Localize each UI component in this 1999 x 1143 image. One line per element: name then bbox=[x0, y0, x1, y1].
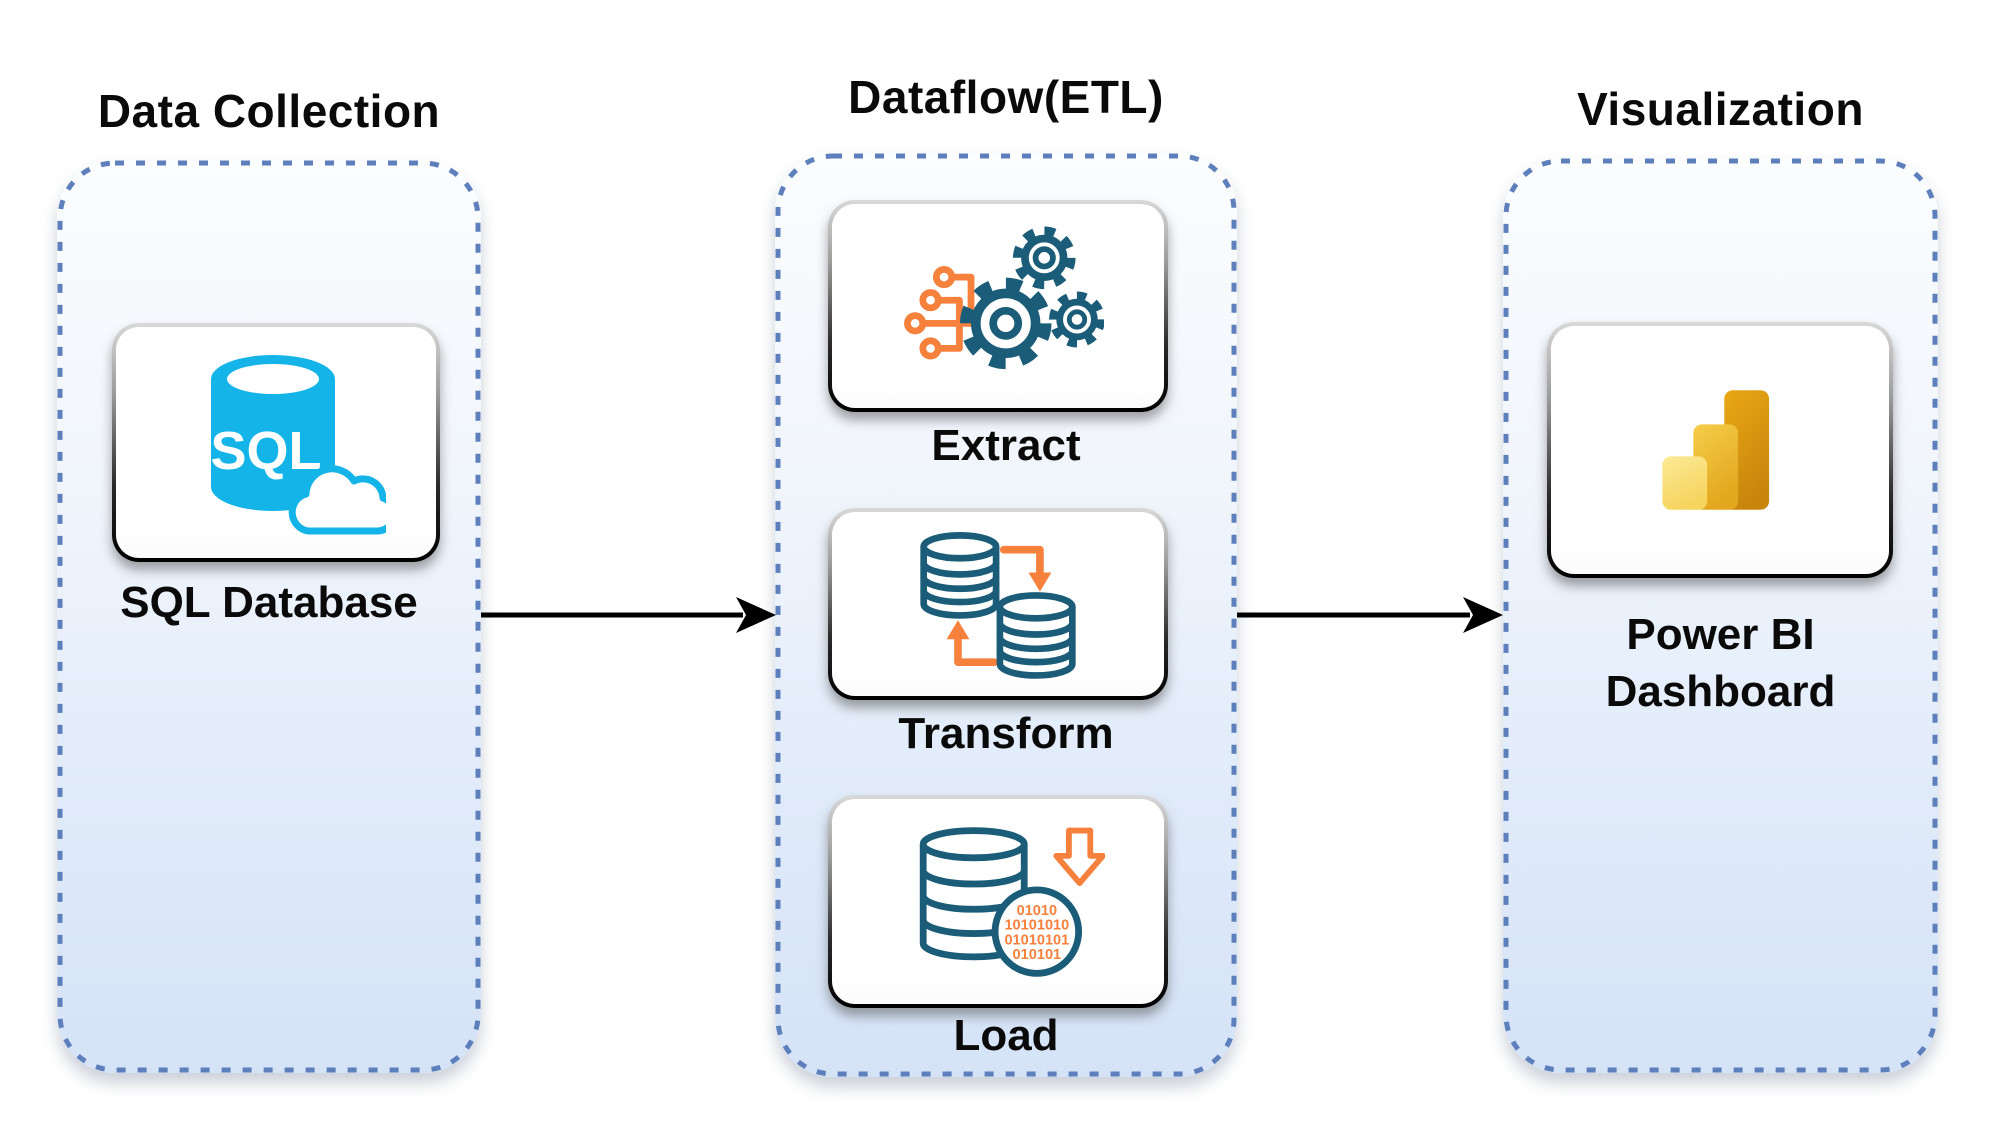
svg-text:01010: 01010 bbox=[1017, 903, 1058, 919]
transform-label: Transform bbox=[898, 709, 1114, 758]
column-title-data-collection: Data Collection bbox=[97, 85, 441, 137]
extract-label: Extract bbox=[931, 421, 1081, 470]
transform-card bbox=[828, 508, 1168, 700]
svg-text:010101: 010101 bbox=[1013, 946, 1062, 962]
sql-database-card: SQL bbox=[112, 323, 440, 562]
powerbi-dashboard-label: Power BI Dashboard bbox=[1605, 610, 1836, 717]
svg-text:10101010: 10101010 bbox=[1004, 917, 1069, 933]
arrow-right-icon bbox=[481, 597, 776, 633]
extract-card bbox=[828, 200, 1168, 412]
column-title-dataflow-etl: Dataflow(ETL) bbox=[848, 71, 1164, 123]
load-label: Load bbox=[953, 1011, 1059, 1060]
arrow-right-icon bbox=[1237, 597, 1503, 633]
sql-database-icon: SQL bbox=[210, 354, 386, 535]
database-download-icon: 01010 10101010 01010101 010101 bbox=[919, 826, 1105, 977]
panel-dataflow-etl: Extract bbox=[775, 153, 1237, 1077]
column-title-visualization: Visualization bbox=[1577, 83, 1864, 135]
powerbi-card bbox=[1547, 322, 1893, 578]
panel-visualization: Power BI Dashboard bbox=[1503, 158, 1938, 1073]
sql-database-label: SQL Database bbox=[120, 578, 418, 627]
gears-circuit-icon bbox=[904, 226, 1104, 370]
panel-data-collection: SQL SQL Database bbox=[57, 160, 481, 1073]
svg-text:SQL: SQL bbox=[210, 421, 321, 481]
database-sync-icon bbox=[920, 532, 1076, 679]
svg-text:01010101: 01010101 bbox=[1004, 932, 1069, 948]
load-card: 01010 10101010 01010101 010101 bbox=[828, 795, 1168, 1008]
powerbi-icon bbox=[1662, 390, 1770, 510]
